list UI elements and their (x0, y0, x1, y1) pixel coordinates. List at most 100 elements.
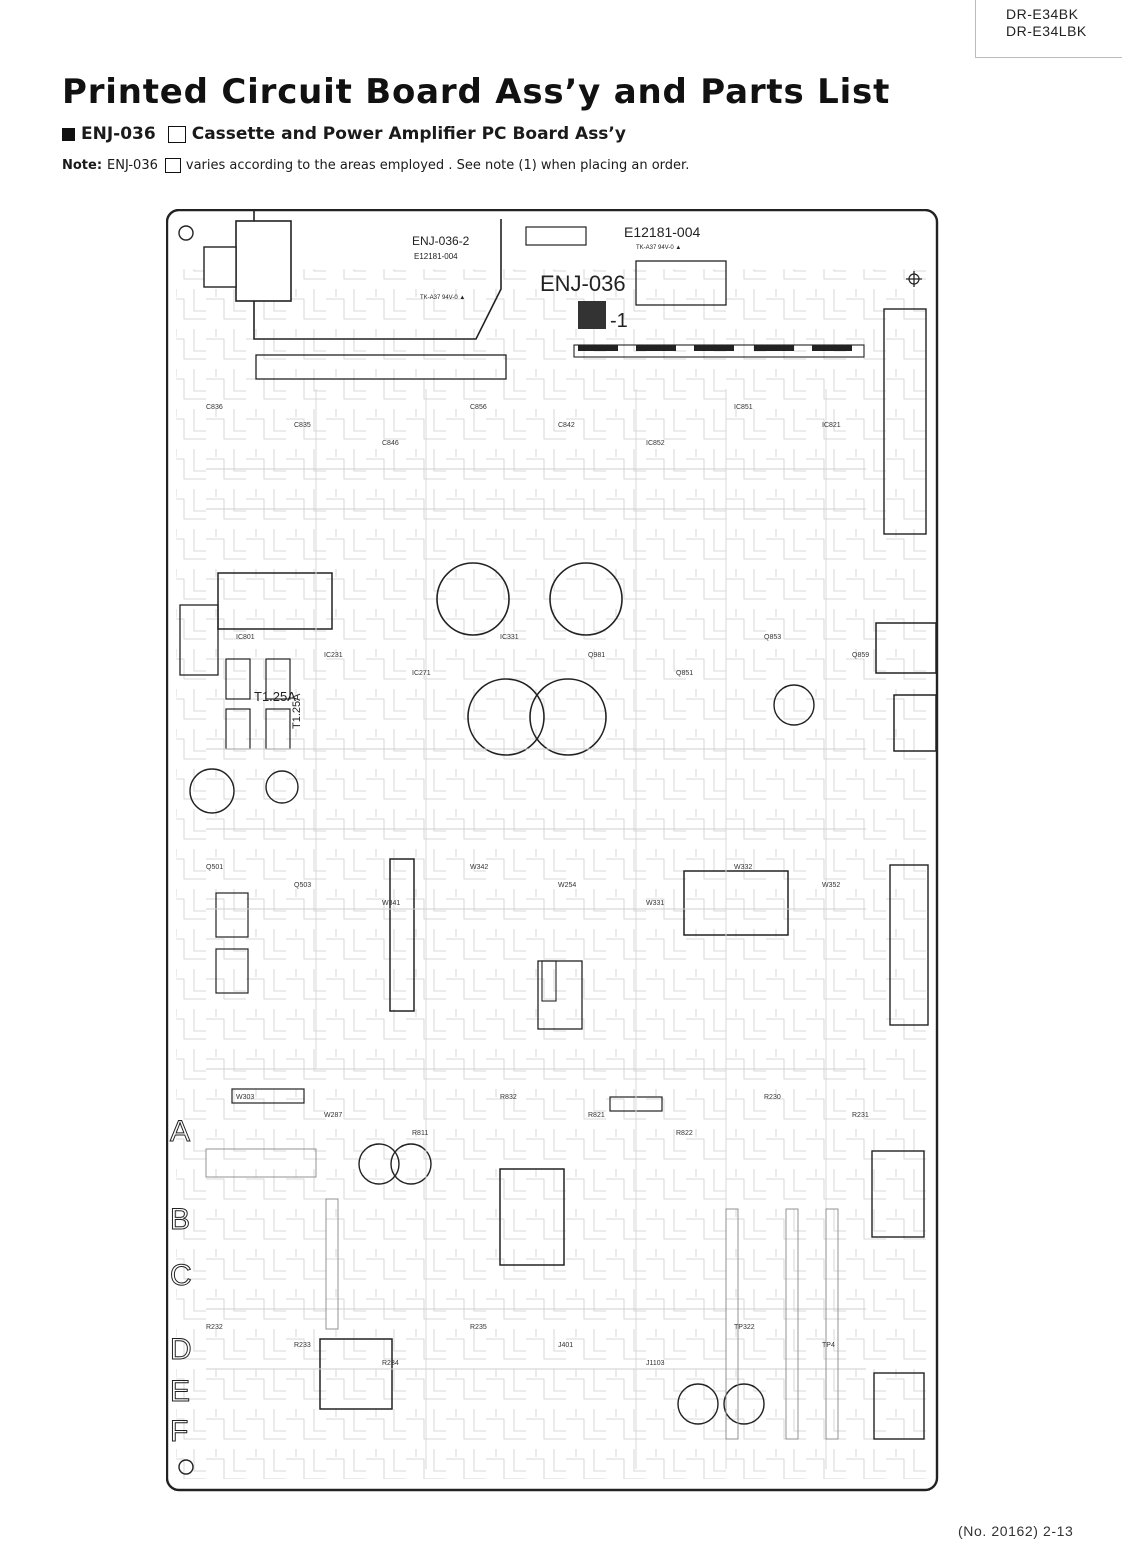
component-label: IC231 (324, 652, 343, 659)
component-label: W342 (470, 864, 488, 871)
component-label: TP4 (822, 1342, 835, 1349)
ic-outline (871, 1150, 925, 1238)
fuse-holder (225, 658, 251, 700)
capacitor (390, 1143, 432, 1185)
ic-outline (683, 870, 789, 936)
component-label: R811 (412, 1130, 428, 1137)
component-label: Q501 (206, 864, 223, 871)
component-label: R821 (588, 1112, 605, 1119)
component-label: C835 (294, 422, 311, 429)
component-label: J401 (558, 1342, 573, 1349)
component-label: C856 (470, 404, 487, 411)
capacitor (189, 768, 235, 814)
crosshair-mark (908, 273, 920, 285)
jumper-block (231, 1088, 305, 1104)
component-label: Q851 (676, 670, 693, 677)
model-number-1: DR-E34BK (1006, 6, 1079, 22)
component-label: Q859 (852, 652, 869, 659)
right-connector-strip (889, 864, 929, 1026)
side-label-a: A (170, 1115, 190, 1148)
side-label-e: E (170, 1375, 190, 1408)
component-label: Q853 (764, 634, 781, 641)
component-label: C846 (382, 440, 399, 447)
right-connector-block (883, 308, 927, 535)
component-label: C842 (558, 422, 575, 429)
large-capacitor (467, 678, 545, 756)
component-label: W254 (558, 882, 576, 889)
capacitor (358, 1143, 400, 1185)
empty-square-icon (167, 125, 186, 143)
side-label-b: B (170, 1203, 190, 1236)
side-label-d: D (170, 1333, 192, 1366)
component-label: R234 (382, 1360, 399, 1367)
fuse-holder (265, 658, 291, 700)
board-mark: TK-A37 94V-0 ▲ (636, 245, 681, 251)
fuse-rating-label: T1.25A (254, 689, 296, 704)
note-label: Note: (62, 158, 103, 173)
model-number-2: DR-E34LBK (1006, 23, 1087, 39)
component-label: W303 (236, 1094, 254, 1101)
note-text: varies according to the areas employed .… (185, 158, 690, 173)
transistor-bar (578, 345, 618, 351)
component-label: W287 (324, 1112, 342, 1119)
transistor-bar (694, 345, 734, 351)
subtitle-code: ENJ-036 (81, 124, 156, 144)
side-label-c: C (170, 1259, 192, 1292)
component-label: R233 (294, 1342, 311, 1349)
component-label: Q503 (294, 882, 311, 889)
board-suffix: -1 (610, 310, 628, 332)
ic-outline (499, 1168, 565, 1266)
component-label: R232 (206, 1324, 223, 1331)
large-capacitor (436, 562, 510, 636)
sub-board-part-number: E12181-004 (414, 252, 458, 261)
mounting-hole (178, 1459, 194, 1475)
trace-lines (315, 389, 827, 1469)
fuse-rating-label: T1.25A (291, 693, 303, 729)
board-marker-block (578, 301, 606, 329)
component-label: J1103 (646, 1360, 665, 1367)
component-label: R832 (500, 1094, 517, 1101)
page-number: (No. 20162) 2-13 (958, 1523, 1074, 1539)
capacitor (677, 1383, 719, 1425)
side-label-column: A B C D E F (170, 1115, 193, 1449)
note-line: Note: ENJ-036 varies according to the ar… (62, 158, 689, 173)
large-capacitor (529, 678, 607, 756)
connector-outline (215, 948, 249, 994)
note-code: ENJ-036 (107, 158, 158, 173)
component-label: R235 (470, 1324, 487, 1331)
connector-strip (255, 354, 507, 380)
empty-square-icon (164, 158, 181, 173)
headphone-jack-housing (235, 220, 292, 302)
component-label: IC331 (500, 634, 519, 641)
sub-board-name: ENJ-036-2 (412, 234, 470, 248)
page-title: Printed Circuit Board Ass’y and Parts Li… (62, 72, 891, 112)
resistor-array (205, 1148, 839, 1440)
component-label: R230 (764, 1094, 781, 1101)
trace-pattern (176, 269, 926, 1479)
ic-outline (537, 960, 583, 1030)
component-label-group: C836C835C846C856C842IC852IC851IC821IC801… (206, 404, 869, 1367)
component-label: R822 (676, 1130, 693, 1137)
switch-outline (873, 1372, 925, 1440)
component-label: W331 (646, 900, 664, 907)
component-label: TP322 (734, 1324, 755, 1331)
capacitor (265, 770, 299, 804)
component-label: IC852 (646, 440, 665, 447)
side-label-f: F (170, 1415, 188, 1448)
capacitor (773, 684, 815, 726)
model-number-box: DR-E34BK DR-E34LBK (975, 0, 1122, 58)
large-capacitor (549, 562, 623, 636)
component-label: IC271 (412, 670, 431, 677)
sub-board-mark: TK-A37 94V-0 ▲ (420, 295, 465, 301)
ic-outline (525, 226, 587, 246)
transistor-bar (636, 345, 676, 351)
board-part-number: E12181-004 (624, 224, 701, 240)
transistor-bar (754, 345, 794, 351)
power-connector (179, 604, 219, 676)
subtitle-text: Cassette and Power Amplifier PC Board As… (191, 124, 626, 144)
component-label: W341 (382, 900, 400, 907)
component-label: IC851 (734, 404, 753, 411)
relay-outline (635, 260, 727, 306)
component-label: C836 (206, 404, 223, 411)
rca-jack (875, 622, 937, 674)
